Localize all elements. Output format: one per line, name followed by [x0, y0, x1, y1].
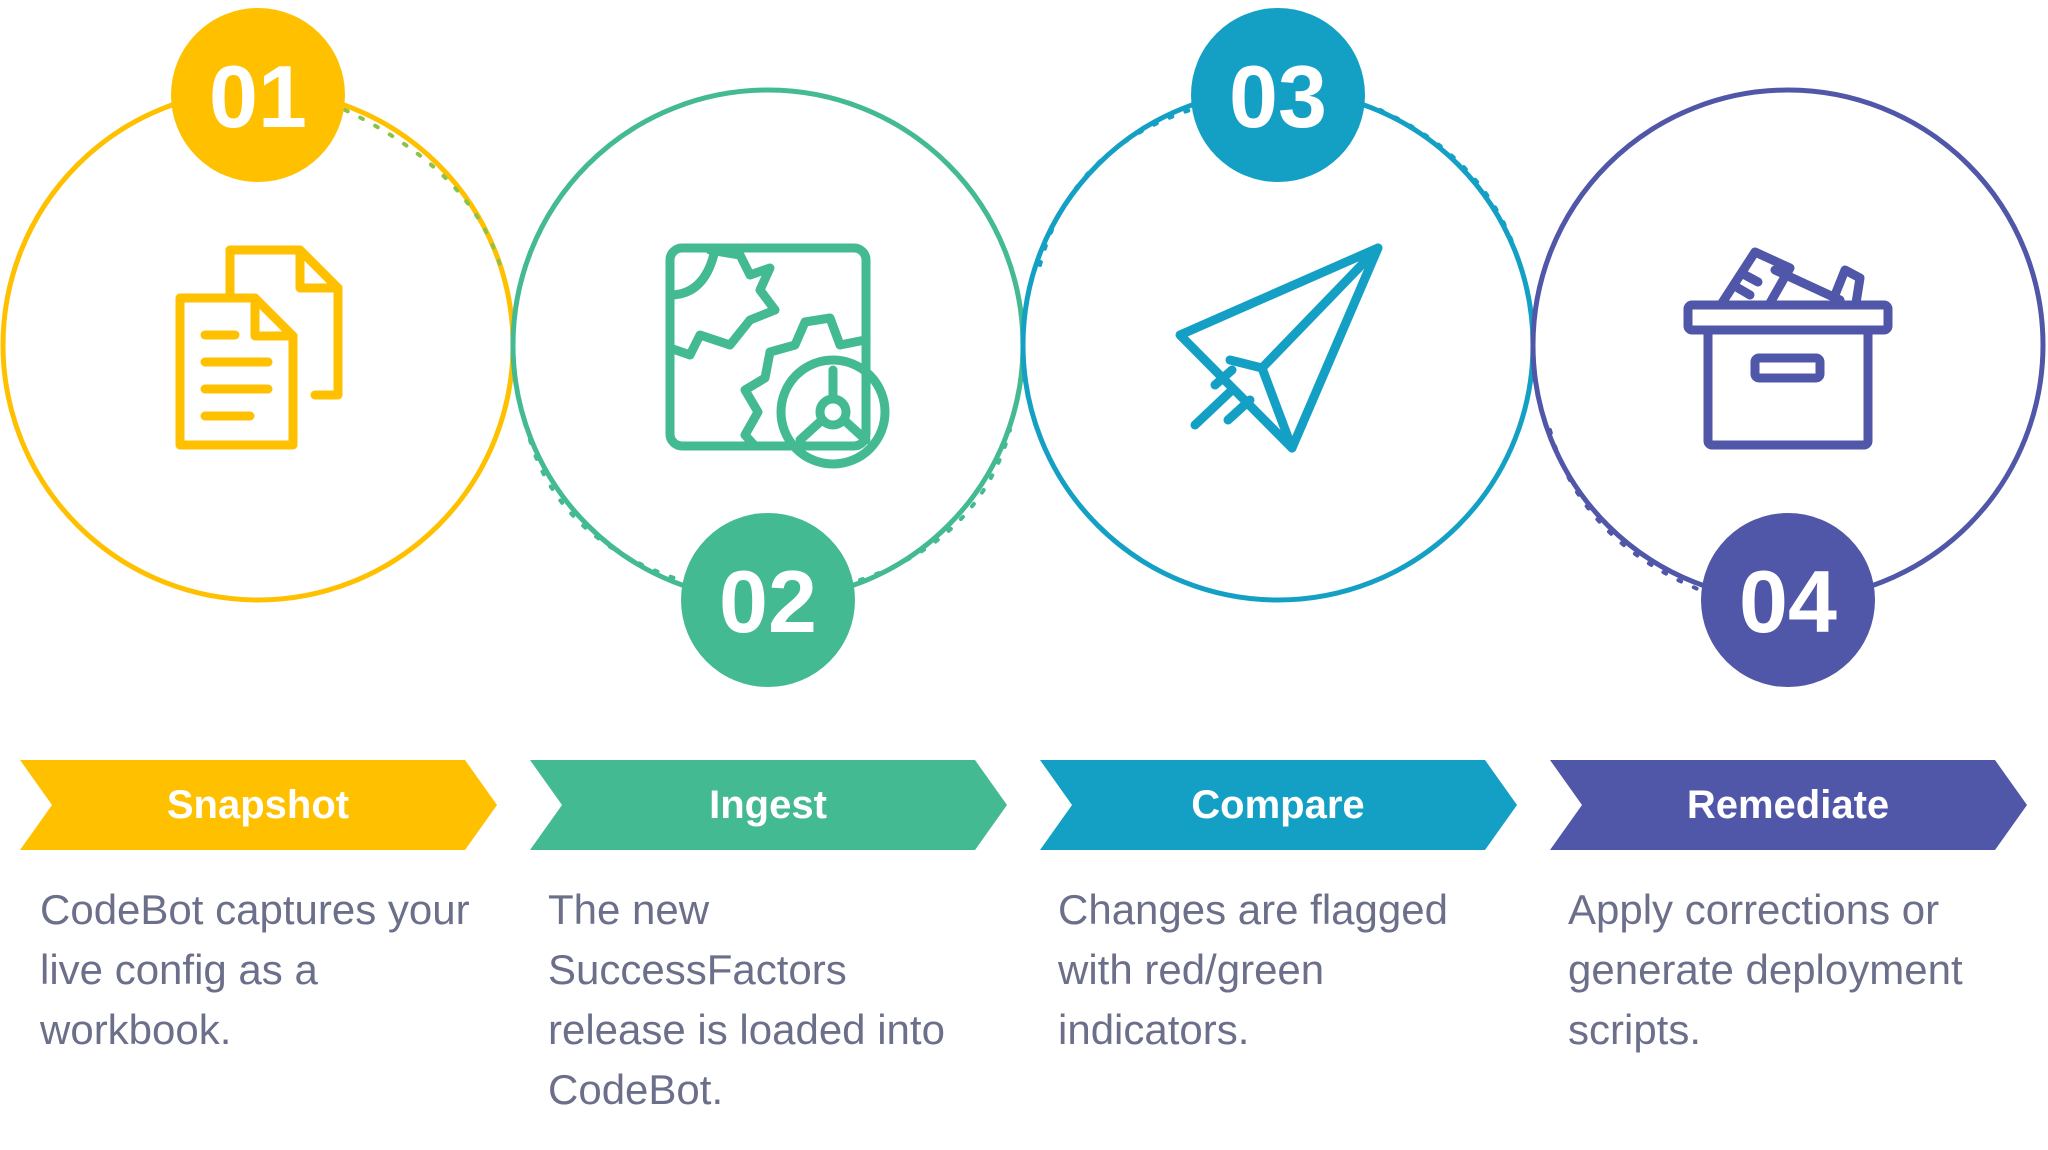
archive-box-icon — [1683, 247, 1893, 450]
step-2-badge: 02 — [681, 513, 855, 687]
step-2-number: 02 — [719, 552, 817, 651]
connector-2-3-bottom — [528, 438, 682, 582]
step-2-description: The new SuccessFactors release is loaded… — [548, 886, 945, 1113]
step-4-title: Remediate — [1687, 783, 1889, 827]
connector-3-4-top — [1378, 108, 1522, 267]
step-4-description: Apply corrections or generate deployment… — [1568, 886, 1963, 1053]
connector-2-3-right — [858, 428, 1012, 582]
step-3-number: 03 — [1229, 47, 1327, 146]
step-2-banner — [530, 760, 1007, 850]
connector-3-4-bottom — [1548, 428, 1702, 592]
step-1-number: 01 — [209, 47, 307, 146]
step-4-badge: 04 — [1701, 513, 1875, 687]
step-1-banner — [20, 760, 497, 850]
step-3-title: Compare — [1191, 783, 1364, 827]
step-3-badge: 03 — [1191, 8, 1365, 182]
paper-plane-icon — [1175, 243, 1383, 453]
step-1-title: Snapshot — [167, 783, 349, 827]
gears-frame-icon — [665, 243, 890, 469]
connector-1-2 — [343, 108, 502, 267]
step-2-title: Ingest — [709, 783, 827, 827]
step-4-banner — [1550, 760, 2027, 850]
step-1-description: CodeBot captures your live config as a w… — [40, 886, 470, 1053]
step-3-banner — [1040, 760, 1517, 850]
connector-3-top-left — [1038, 108, 1192, 267]
documents-icon — [175, 245, 343, 450]
step-1-badge: 01 — [171, 8, 345, 182]
step-4-number: 04 — [1739, 552, 1837, 651]
step-3-description: Changes are flagged with red/green indic… — [1058, 886, 1448, 1053]
